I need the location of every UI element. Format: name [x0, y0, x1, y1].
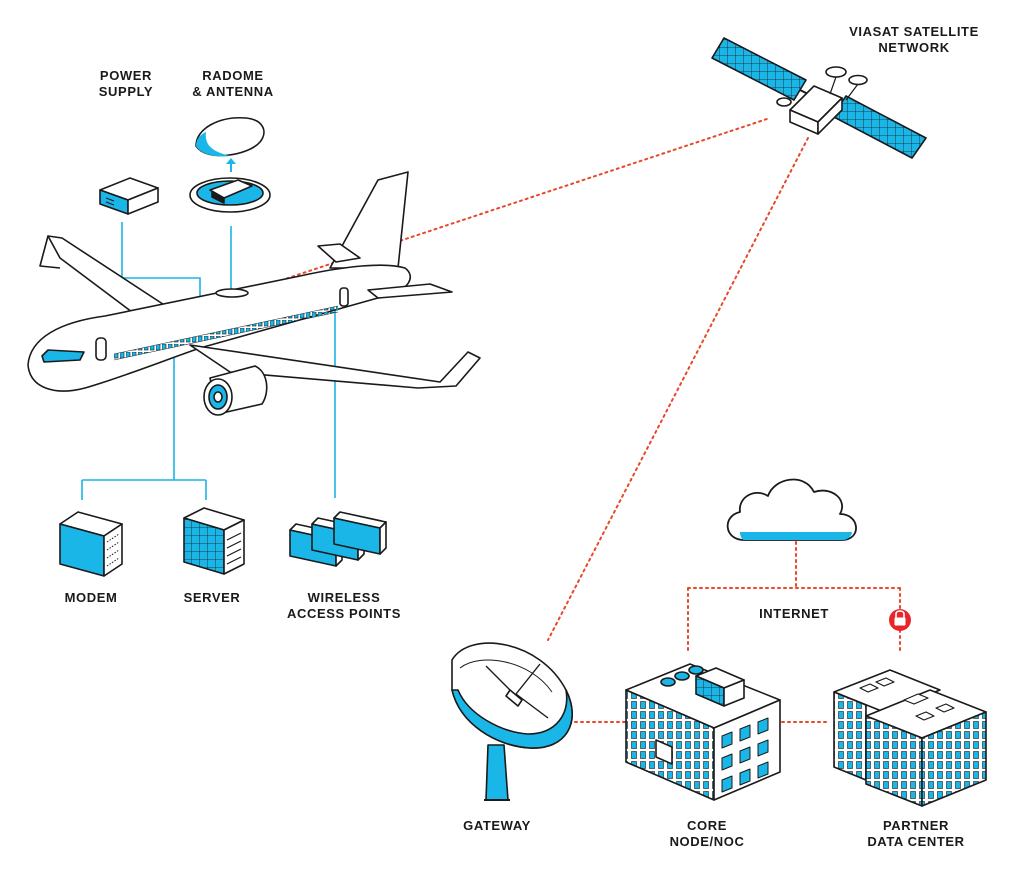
gateway-dish-icon: [451, 642, 573, 801]
partner-data-center-label: PARTNER DATA CENTER: [867, 818, 965, 849]
modem-label: MODEM: [64, 590, 118, 605]
internet-label: INTERNET: [759, 606, 829, 621]
server-icon: [183, 507, 245, 575]
satellite-label: VIASAT SATELLITE NETWORK: [849, 24, 979, 55]
internet-links: [687, 541, 901, 651]
power-supply-label: POWER SUPPLY: [98, 68, 154, 99]
core-node-label: CORE NODE/NOC: [669, 818, 745, 849]
radome-icon: [195, 117, 265, 157]
satellite-links: [257, 117, 901, 723]
aircraft-connectors: [81, 222, 336, 500]
lock-icon: [889, 609, 911, 631]
wireless-access-points-label: WIRELESS ACCESS POINTS: [287, 590, 401, 621]
satellite-gateway-link: [547, 137, 809, 641]
radome-arrow: [226, 158, 236, 172]
partner-data-center-icon: [833, 669, 987, 807]
radome-antenna-label: RADOME & ANTENNA: [192, 68, 274, 99]
gateway-label: GATEWAY: [463, 818, 531, 833]
core-node-building-icon: [625, 663, 781, 801]
modem-icon: [59, 511, 123, 577]
antenna-icon: [189, 177, 271, 213]
airplane-icon: [27, 171, 481, 416]
satellite-icon: [711, 37, 927, 159]
wireless-access-points-icon: [289, 511, 387, 567]
power-supply-icon: [99, 177, 159, 215]
server-label: SERVER: [183, 590, 241, 605]
cloud-icon: [726, 478, 857, 541]
